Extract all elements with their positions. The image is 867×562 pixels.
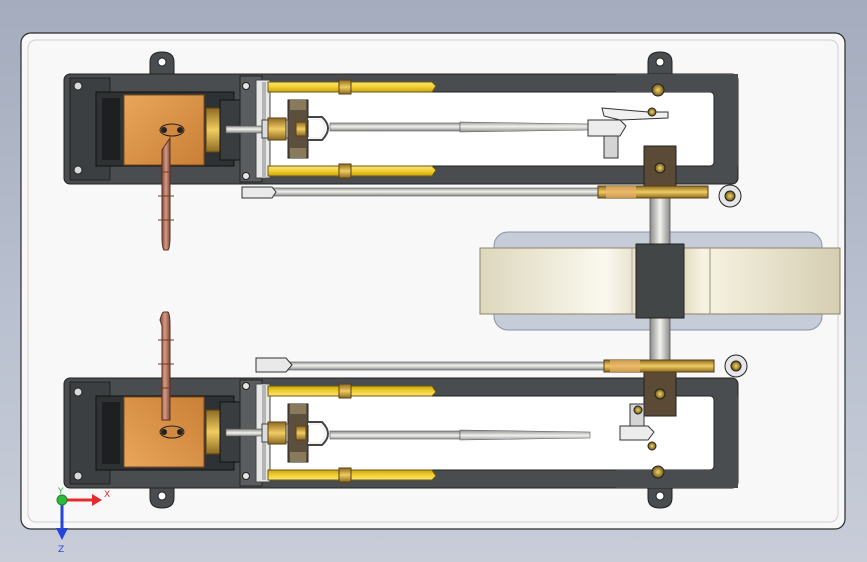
z-axis-arrowhead xyxy=(56,528,68,540)
x-axis-label: X xyxy=(104,490,110,500)
steam-pipe-top xyxy=(158,136,174,251)
valve-linkage-top xyxy=(587,83,669,159)
x-axis-arrowhead xyxy=(92,494,102,506)
valve-linkage-bottom xyxy=(619,403,665,479)
crankshaft xyxy=(635,145,685,417)
orientation-triad: X Y Z xyxy=(56,487,110,555)
y-axis-dot xyxy=(56,494,68,506)
mounting-lug-top-left xyxy=(149,51,175,75)
eccentric-rod-top xyxy=(241,184,742,208)
y-axis-label: Y xyxy=(57,487,64,497)
mounting-lug-top-right xyxy=(647,51,673,75)
steam-pipe-bottom xyxy=(158,311,174,421)
z-axis-label: Z xyxy=(58,545,64,555)
mounting-lug-bottom-left xyxy=(149,485,175,509)
mounting-lug-bottom-right xyxy=(647,485,673,509)
eccentric-rod-bottom xyxy=(255,354,748,378)
